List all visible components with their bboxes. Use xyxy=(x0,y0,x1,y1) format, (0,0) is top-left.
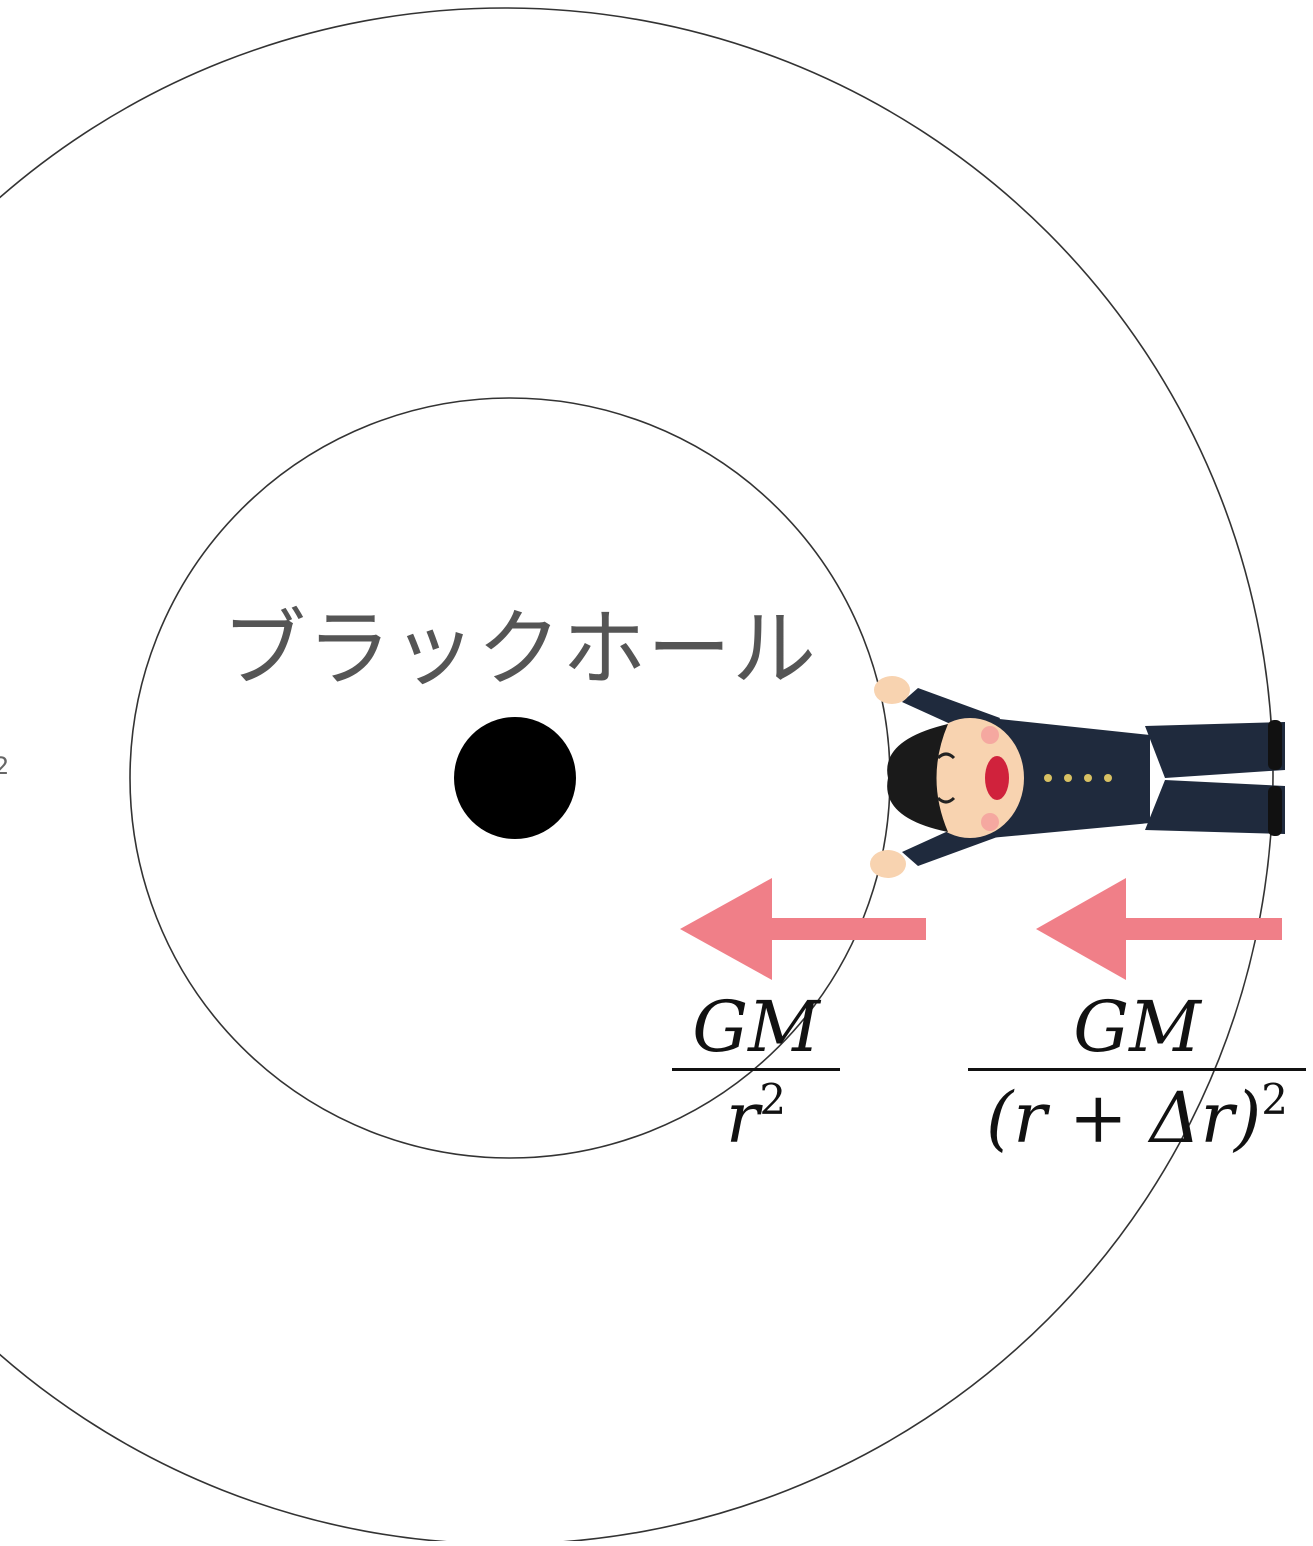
force-near-denominator: r2 xyxy=(726,1071,786,1153)
person-figure xyxy=(870,676,1285,878)
force-far-denominator: (r + Δr)2 xyxy=(986,1071,1288,1153)
force-arrow-far xyxy=(1036,878,1282,980)
black-hole xyxy=(454,717,576,839)
force-arrow-near xyxy=(680,878,926,980)
force-near-formula: GM r2 xyxy=(672,992,840,1153)
edge-number: 2 xyxy=(0,752,9,780)
force-far-formula: GM (r + Δr)2 xyxy=(968,992,1306,1153)
force-near-numerator: GM xyxy=(686,992,826,1068)
black-hole-label: ブラックホール xyxy=(222,582,817,703)
force-far-numerator: GM xyxy=(1067,992,1207,1068)
